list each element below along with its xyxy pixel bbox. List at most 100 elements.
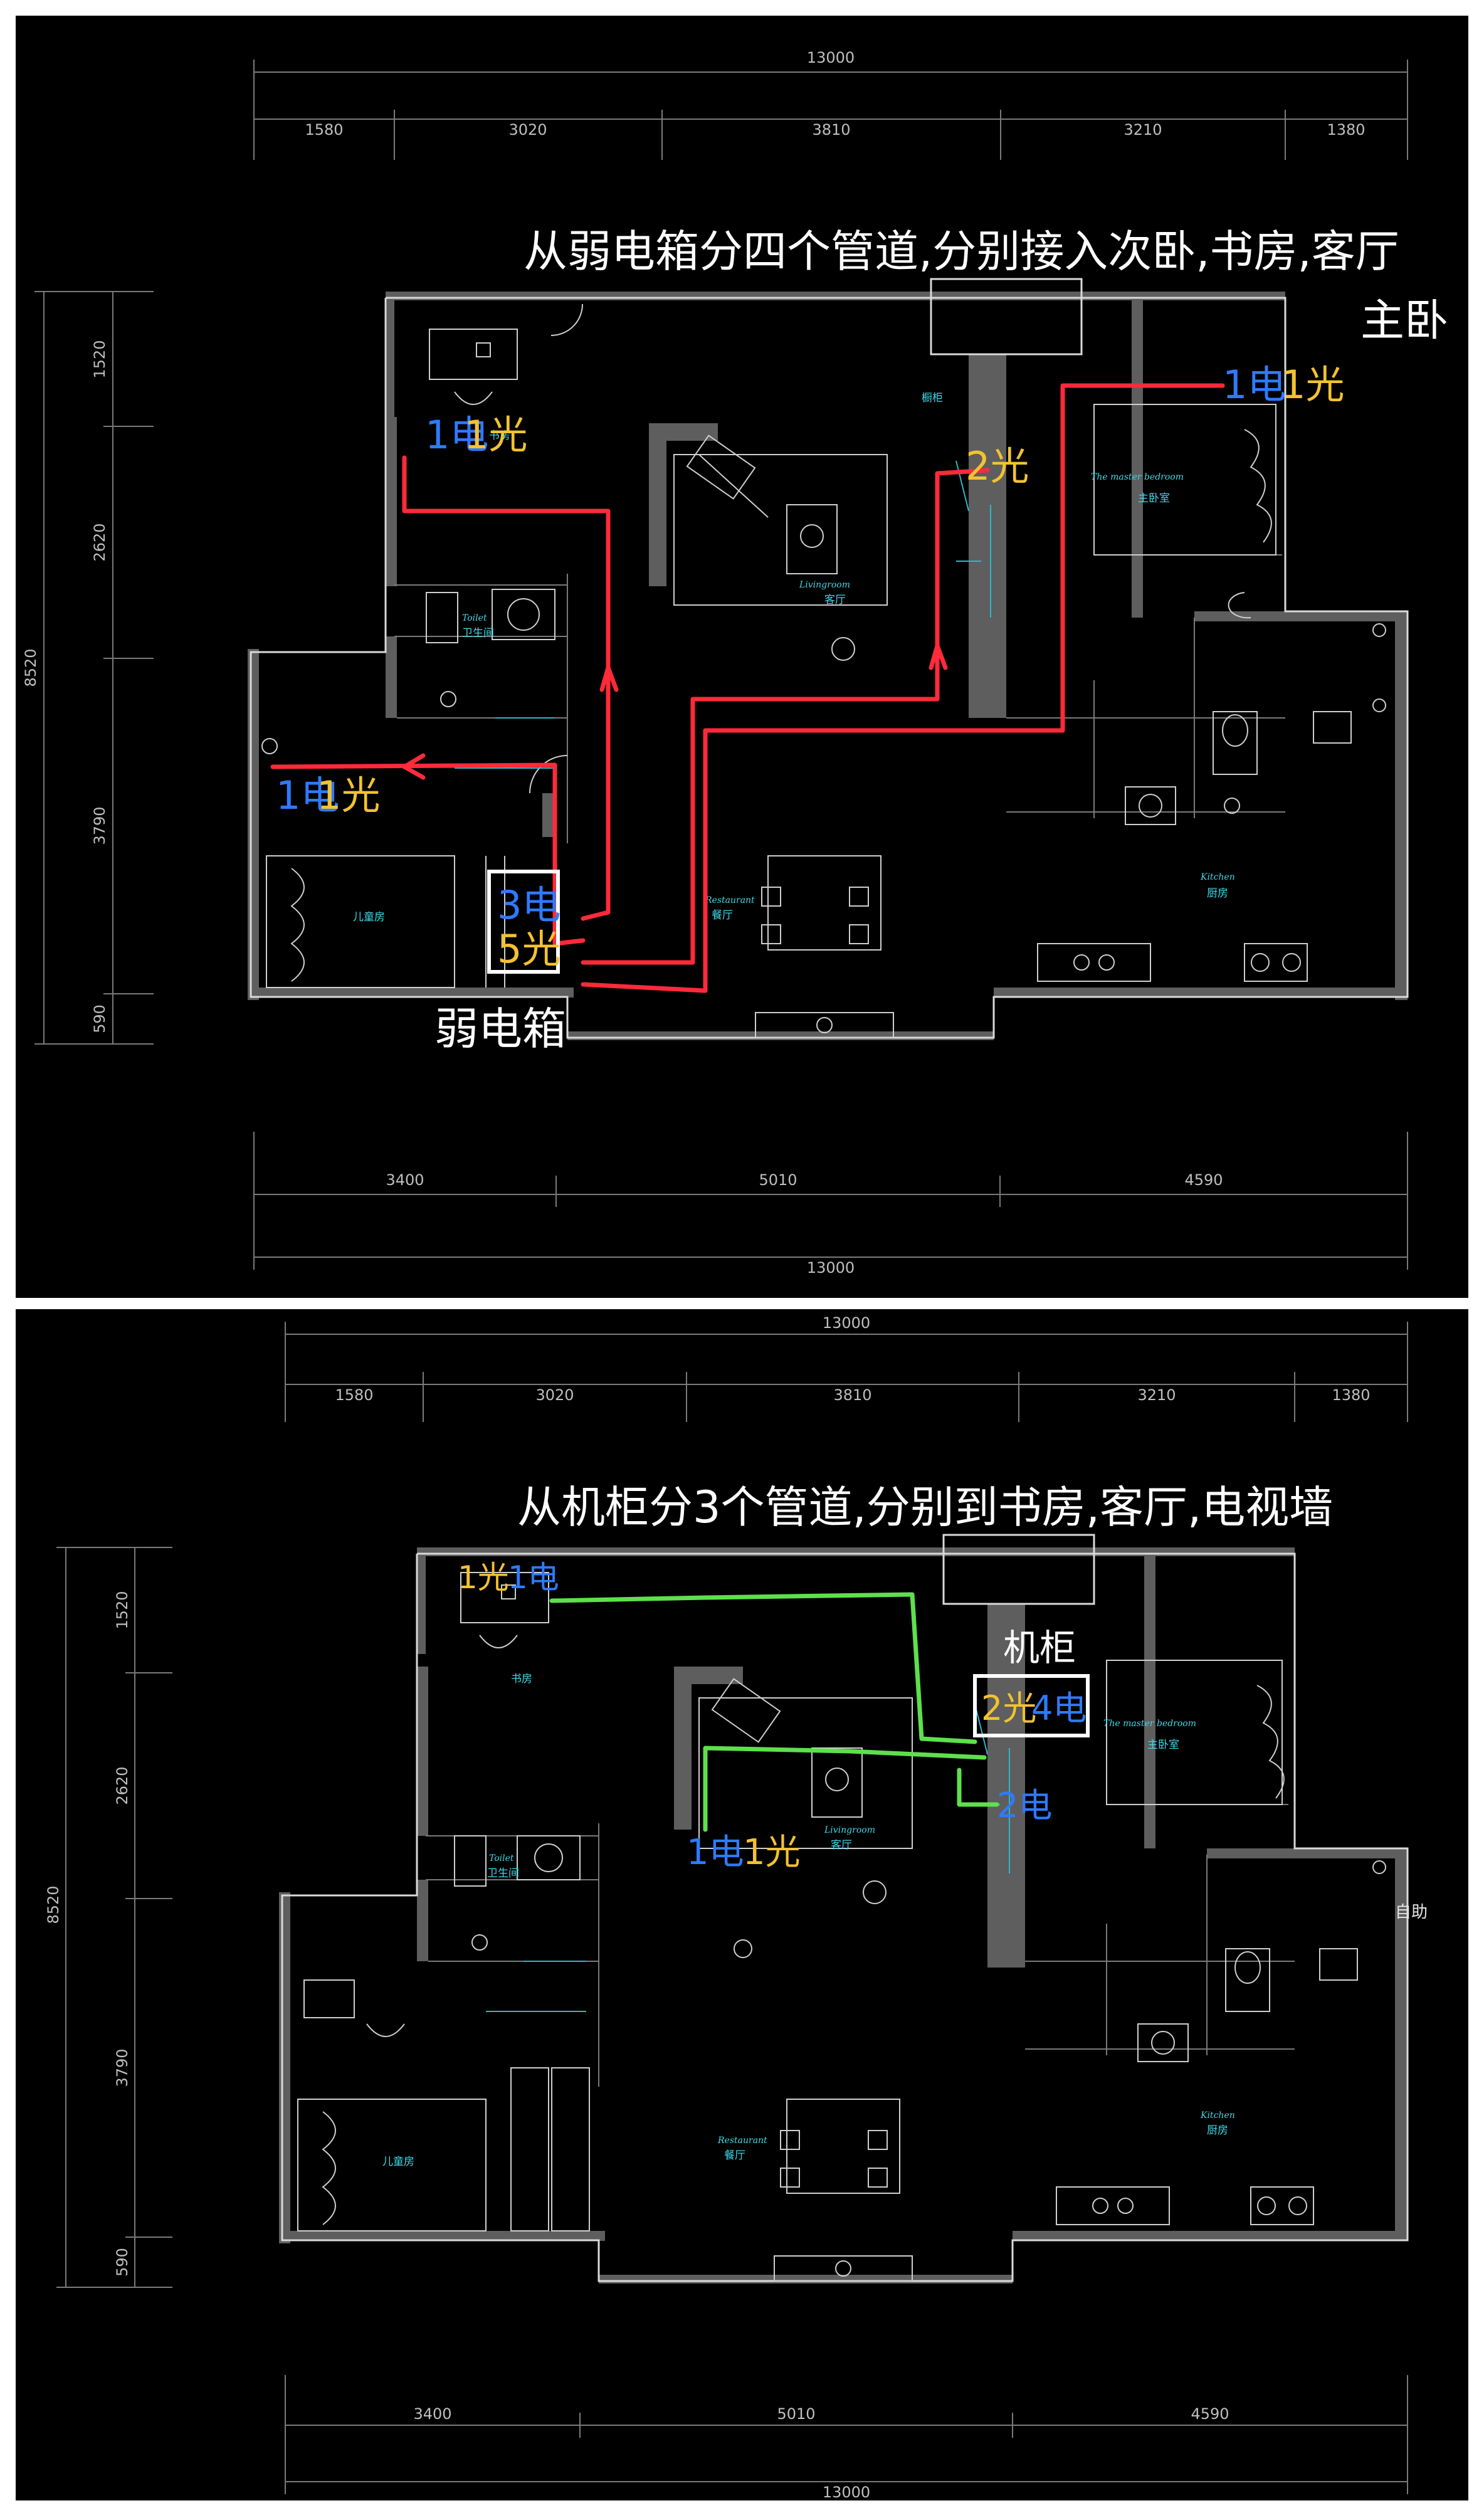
room-label-master: 主卧室: [1147, 1739, 1179, 1751]
room-label-child: 儿童房: [382, 2156, 414, 2168]
route-arrow-1: [599, 665, 619, 692]
box-fiber-label: 5光: [497, 926, 560, 972]
tv-wall-power-label: 2电: [997, 1786, 1052, 1825]
living-fiber-label: 2光: [966, 443, 1029, 489]
room-label-toilet: 卫生间: [462, 627, 494, 640]
bottom-dimension-2: 5010: [759, 1171, 797, 1189]
left-dimension-chain: 1520 2620 3790 590 8520: [45, 1547, 172, 2288]
room-label-child: 儿童房: [353, 911, 385, 924]
bottom-dimension-2: 5010: [777, 2405, 815, 2423]
room-label-master-en: The master bedroom: [1091, 472, 1184, 482]
left-dimension-3: 3790: [91, 806, 108, 845]
floor-plan-drawing-1: 13000 1580 3020 3810 3210 1380 1520 2620…: [22, 49, 1448, 1277]
bottom-dimension-1: 3400: [386, 1171, 424, 1189]
room-label-toilet-en: Toilet: [462, 613, 487, 623]
left-dimension-3: 3790: [113, 2048, 131, 2087]
bottom-dimension-chain: 3400 5010 4590 13000: [285, 2375, 1408, 2500]
route-to-living: [703, 1746, 987, 1832]
route-to-study: [549, 1592, 977, 1744]
bottom-total-dimension: 13000: [807, 1259, 855, 1277]
furniture: [261, 303, 1386, 1038]
room-labels: 书房 Toilet 卫生间 Livingroom 客厅 The master b…: [382, 1673, 1428, 2168]
top-total-dimension: 13000: [807, 49, 855, 66]
left-dimension-2: 2620: [113, 1766, 131, 1805]
bottom-dimension-chain: 3400 5010 4590 13000: [253, 1132, 1408, 1277]
left-dimension-1: 1520: [113, 1591, 131, 1629]
master-fiber-label: 1光: [1281, 362, 1344, 408]
left-dimension-4: 590: [91, 1004, 108, 1033]
bottom-dimension-3: 4590: [1184, 1171, 1223, 1189]
cable-routes: [270, 383, 1225, 993]
room-label-auto: 自助: [1395, 1903, 1428, 1922]
route-arrow-2: [929, 643, 948, 670]
study-fiber-label: 1光: [458, 1559, 509, 1596]
annotations: 从弱电箱分四个管道,分别接入次卧,书房,客厅 主卧 1电 1光 1电 1光 2光…: [276, 226, 1448, 1055]
cabinet-label: 机柜: [1003, 1626, 1076, 1669]
room-label-living: 客厅: [831, 1839, 852, 1852]
top-dimension-2: 3020: [535, 1386, 574, 1404]
bottom-dimension-1: 3400: [413, 2405, 451, 2423]
left-dimension-4: 590: [113, 2248, 131, 2277]
child-power-label: 1电: [276, 772, 339, 818]
room-label-dining-en: Restaurant: [717, 2136, 767, 2146]
weak-current-box: [487, 870, 560, 974]
top-total-dimension: 13000: [823, 1314, 870, 1332]
cable-routes: [549, 1592, 999, 1832]
room-label-living-en: Livingroom: [824, 1825, 875, 1835]
room-label-dining-en: Restaurant: [705, 895, 755, 905]
floor-plan-panel-1: 13000 1580 3020 3810 3210 1380 1520 2620…: [16, 16, 1468, 1298]
study-power-label: 1电: [425, 412, 488, 458]
route-to-child: [270, 762, 586, 946]
cabinet-box: [973, 1674, 1090, 1737]
living-power-label: 1电: [687, 1832, 744, 1873]
cabinet-power-label: 4电: [1031, 1689, 1087, 1728]
child-fiber-label: 1光: [317, 772, 380, 818]
left-total-dimension: 8520: [22, 648, 39, 687]
room-label-dining: 餐厅: [712, 909, 733, 922]
annotations: 从机柜分3个管道,分别到书房,客厅,电视墙 1光 1电 机柜 2光 4电 2电 …: [458, 1482, 1333, 1873]
room-label-study: 书房: [489, 429, 510, 442]
top-dimension-4: 3210: [1137, 1386, 1176, 1404]
cabinet-fiber-label: 2光: [981, 1689, 1036, 1728]
top-dimension-5: 1380: [1327, 121, 1365, 139]
top-dimension-2: 3020: [508, 121, 547, 139]
top-dimension-4: 3210: [1124, 121, 1162, 139]
top-dimension-1: 1580: [305, 121, 343, 139]
room-label-cabinet: 橱柜: [922, 392, 943, 404]
route-arrow-3: [402, 753, 426, 780]
walls: [279, 1547, 1408, 2284]
caption: 从机柜分3个管道,分别到书房,客厅,电视墙: [517, 1482, 1333, 1533]
living-fiber-label: 1光: [743, 1832, 801, 1873]
left-dimension-chain: 1520 2620 3790 590 8520: [22, 291, 154, 1045]
route-to-master: [581, 468, 990, 965]
caption-line-1: 从弱电箱分四个管道,分别接入次卧,书房,客厅: [524, 226, 1399, 277]
master-power-label: 1电: [1223, 362, 1286, 408]
room-label-kitchen: 厨房: [1207, 887, 1228, 900]
bottom-total-dimension: 13000: [823, 2484, 870, 2500]
box-power-label: 3电: [497, 882, 560, 928]
top-dimension-5: 1380: [1332, 1386, 1370, 1404]
bottom-dimension-3: 4590: [1191, 2405, 1229, 2423]
room-label-toilet-en: Toilet: [489, 1853, 514, 1863]
weak-current-box-label: 弱电箱: [434, 1003, 566, 1055]
top-dimension-chain: 13000 1580 3020 3810 3210 1380: [253, 49, 1408, 160]
route-to-tv-wall: [957, 1768, 999, 1807]
room-label-study: 书房: [511, 1673, 532, 1685]
wall-lines: [281, 1534, 1409, 2282]
floor-plan-panel-2: 13000 1580 3020 3810 3210 1380 1520 2620…: [16, 1309, 1468, 2500]
route-to-study: [402, 455, 611, 921]
floor-plan-drawing-2: 13000 1580 3020 3810 3210 1380 1520 2620…: [45, 1314, 1428, 2500]
room-label-master-en: The master bedroom: [1103, 1719, 1196, 1729]
left-dimension-1: 1520: [91, 340, 108, 378]
room-label-kitchen: 厨房: [1207, 2124, 1228, 2137]
room-label-toilet: 卫生间: [487, 1867, 519, 1880]
top-dimension-3: 3810: [812, 121, 850, 139]
top-dimension-chain: 13000 1580 3020 3810 3210 1380: [285, 1314, 1408, 1422]
top-dimension-1: 1580: [335, 1386, 373, 1404]
study-fiber-label: 1光: [464, 412, 527, 458]
room-labels: 书房 Toilet 卫生间 Livingroom 客厅 The master b…: [353, 392, 1235, 924]
route-to-living: [581, 383, 1225, 993]
room-label-master: 主卧室: [1138, 492, 1170, 505]
left-total-dimension: 8520: [45, 1885, 62, 1924]
room-label-living-en: Livingroom: [799, 580, 850, 590]
